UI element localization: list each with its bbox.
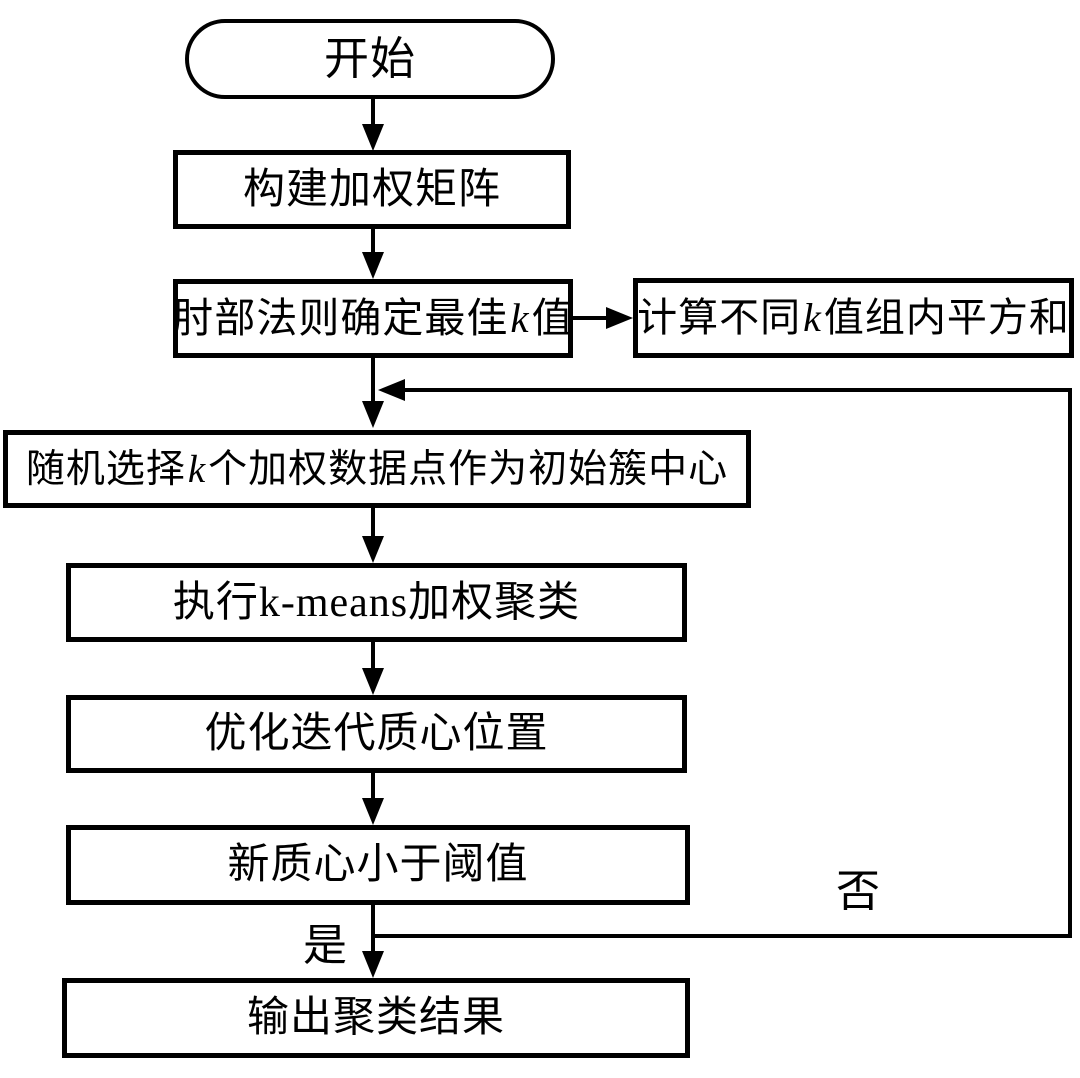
process-elbow-method-label: 肘部法则确定最佳k值 [172, 298, 573, 339]
edge-feedback-bottom-line [373, 934, 1072, 938]
process-output-result: 输出聚类结果 [62, 978, 690, 1058]
terminator-start-label: 开始 [323, 33, 416, 84]
arrowhead-left-icon [378, 379, 405, 401]
edge-optimize-to-threshold-line [371, 773, 375, 801]
edge-kmeans-to-optimize-line [371, 642, 375, 670]
process-compute-wss-label: 计算不同k值组内平方和 [637, 298, 1070, 338]
process-centroid-threshold-check: 新质心小于阈值 [66, 825, 690, 905]
edge-elbow-to-init-line [371, 358, 375, 404]
kmeans-label-post: 加权聚类 [408, 579, 581, 626]
edge-feedback-right-line [1068, 388, 1072, 938]
process-build-weight-matrix-label: 构建加权矩阵 [242, 166, 501, 213]
process-centroid-threshold-check-label: 新质心小于阈值 [227, 842, 529, 888]
edge-start-to-build-line [371, 99, 375, 127]
wss-label-pre: 计算不同 [637, 295, 802, 340]
elbow-label-k: k [510, 295, 530, 341]
terminator-start: 开始 [185, 19, 555, 99]
edge-feedback-top-line [403, 388, 1072, 392]
arrowhead-down-icon [362, 536, 384, 563]
process-optimize-centroids-label: 优化迭代质心位置 [204, 711, 549, 757]
wss-label-k: k [803, 295, 822, 340]
arrowhead-down-icon [362, 401, 384, 428]
branch-label-no: 否 [836, 867, 880, 916]
process-output-result-label: 输出聚类结果 [246, 995, 505, 1041]
arrowhead-down-icon [362, 668, 384, 695]
elbow-label-post: 值 [531, 295, 574, 341]
process-run-kmeans: 执行k-means加权聚类 [66, 563, 687, 642]
arrowhead-down-icon [362, 252, 384, 279]
arrowhead-down-icon [362, 124, 384, 151]
process-compute-wss: 计算不同k值组内平方和 [633, 278, 1074, 358]
edge-init-to-kmeans-line [371, 508, 375, 540]
process-random-init-centers-label: 随机选择k个加权数据点作为初始簇中心 [26, 450, 728, 489]
process-optimize-centroids: 优化迭代质心位置 [66, 695, 687, 773]
edge-threshold-to-output-line [371, 905, 375, 953]
kmeans-label-pre: 执行 [172, 579, 259, 626]
init-label-post: 个加权数据点作为初始簇中心 [208, 447, 729, 491]
init-label-k: k [187, 447, 207, 491]
process-run-kmeans-label: 执行k-means加权聚类 [173, 582, 580, 624]
arrowhead-right-icon [606, 307, 633, 329]
process-random-init-centers: 随机选择k个加权数据点作为初始簇中心 [3, 430, 751, 508]
branch-label-yes: 是 [303, 921, 347, 970]
arrowhead-down-icon [362, 798, 384, 825]
init-label-pre: 随机选择 [25, 447, 186, 491]
arrowhead-down-icon [362, 951, 384, 978]
edge-build-to-elbow-line [371, 229, 375, 255]
process-elbow-method: 肘部法则确定最佳k值 [172, 279, 573, 358]
kmeans-label-k: k-means [258, 579, 409, 626]
process-build-weight-matrix: 构建加权矩阵 [173, 150, 571, 229]
elbow-label-pre: 肘部法则确定最佳 [172, 295, 509, 341]
wss-label-post: 值组内平方和 [823, 295, 1070, 340]
edge-elbow-to-wss-line [573, 316, 609, 320]
